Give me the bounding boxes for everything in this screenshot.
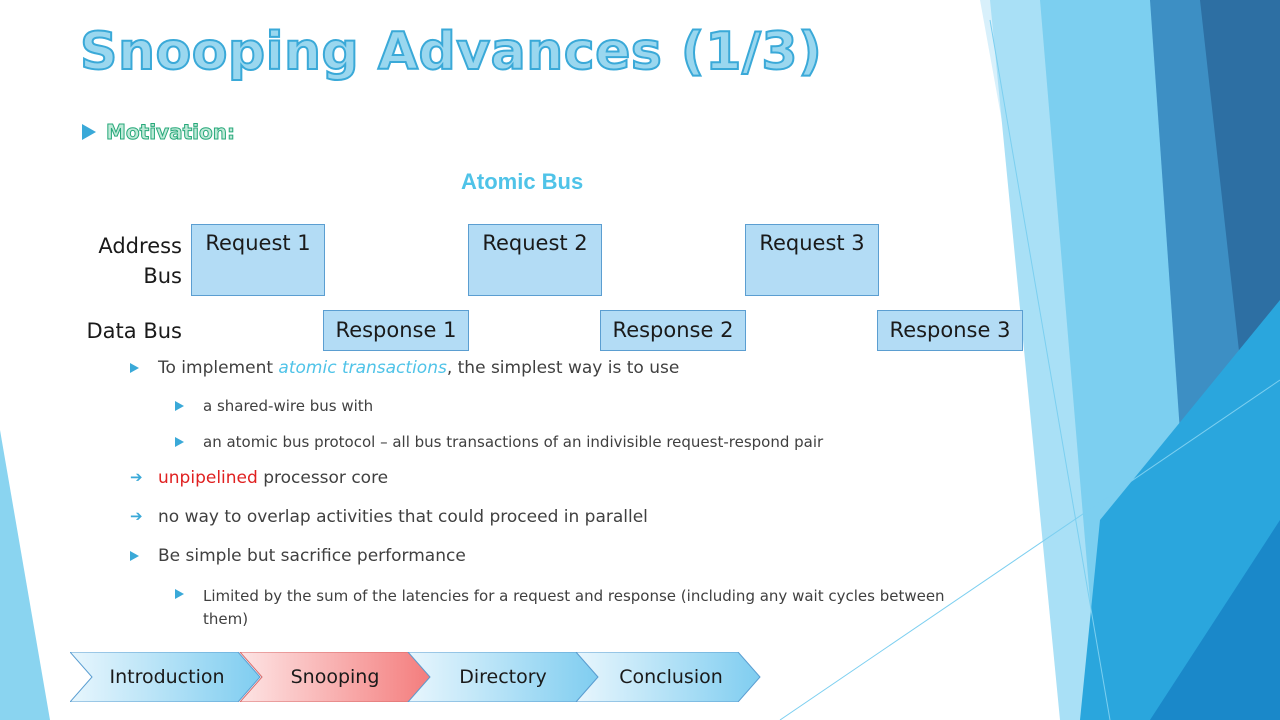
bullet-marker xyxy=(175,585,203,631)
sub-bullet-text: a shared-wire bus with xyxy=(203,397,374,415)
motivation-heading: Motivation: xyxy=(82,120,236,145)
bullet-item: ➔ unpipelined processor core xyxy=(130,468,388,488)
nav-chevron-snooping[interactable] xyxy=(239,652,431,702)
request-box: Request 2 xyxy=(468,224,602,296)
data-bus-label: Data Bus xyxy=(86,319,182,343)
response-box: Response 3 xyxy=(877,310,1023,351)
section-navigation: Introduction Snooping Directory Conclusi… xyxy=(70,652,770,702)
sub-bullet-text: an atomic bus protocol – all bus transac… xyxy=(203,433,824,451)
bullet-text: Be simple but sacrifice performance xyxy=(158,546,466,566)
request-box: Request 3 xyxy=(745,224,879,296)
motivation-label: Motivation: xyxy=(106,120,236,145)
response-box: Response 1 xyxy=(323,310,469,351)
address-bus-label-line1: Address xyxy=(98,234,182,258)
bullet-triangle-icon xyxy=(175,589,184,599)
sub-bullet-text: Limited by the sum of the latencies for … xyxy=(203,587,945,628)
bullet-marker xyxy=(130,546,158,566)
sub-bullet-item: a shared-wire bus with xyxy=(175,397,373,415)
nav-item-snooping[interactable]: Snooping xyxy=(290,666,380,688)
bullet-item: Be simple but sacrifice performance xyxy=(130,546,466,566)
bullet-triangle-icon xyxy=(130,551,139,561)
sub-bullet-item: an atomic bus protocol – all bus transac… xyxy=(175,433,823,451)
bullet-marker xyxy=(175,397,203,415)
bullet-text-post: processor core xyxy=(257,468,389,488)
nav-item-introduction[interactable]: Introduction xyxy=(109,666,225,688)
nav-chevron-directory[interactable] xyxy=(407,652,599,702)
bullet-text: unpipelined processor core xyxy=(158,468,388,488)
bullet-marker xyxy=(130,358,158,378)
sub-bullet-item: Limited by the sum of the latencies for … xyxy=(175,585,955,631)
slide-title: Snooping Advances (1/3) xyxy=(79,21,823,83)
bullet-emphasis: unpipelined xyxy=(158,468,258,488)
address-bus-label: Address Bus xyxy=(80,231,182,291)
bullet-item: ➔ no way to overlap activities that coul… xyxy=(130,507,648,527)
bullet-arrow-icon xyxy=(82,124,96,140)
address-bus-label-line2: Bus xyxy=(143,264,182,288)
diagram-title: Atomic Bus xyxy=(461,169,584,194)
nav-item-conclusion[interactable]: Conclusion xyxy=(619,666,723,688)
bullet-text-pre: To implement xyxy=(158,358,279,378)
bullet-text: To implement atomic transactions, the si… xyxy=(158,358,679,378)
bullet-marker xyxy=(175,433,203,451)
nav-chevron-conclusion[interactable] xyxy=(575,652,761,702)
bullet-triangle-icon xyxy=(175,401,184,411)
arrow-right-icon: ➔ xyxy=(130,468,143,486)
bullet-triangle-icon xyxy=(175,437,184,447)
bullet-highlight: atomic transactions xyxy=(278,358,447,378)
arrow-right-icon: ➔ xyxy=(130,507,143,525)
nav-chevron-introduction[interactable] xyxy=(70,652,261,702)
nav-chevrons xyxy=(70,652,761,702)
bullet-triangle-icon xyxy=(130,363,139,373)
nav-item-directory[interactable]: Directory xyxy=(459,666,547,688)
request-box: Request 1 xyxy=(191,224,325,296)
bullet-text: no way to overlap activities that could … xyxy=(158,507,648,527)
response-box: Response 2 xyxy=(600,310,746,351)
bullet-item: To implement atomic transactions, the si… xyxy=(130,358,679,378)
bullet-text-post: , the simplest way is to use xyxy=(446,358,680,378)
